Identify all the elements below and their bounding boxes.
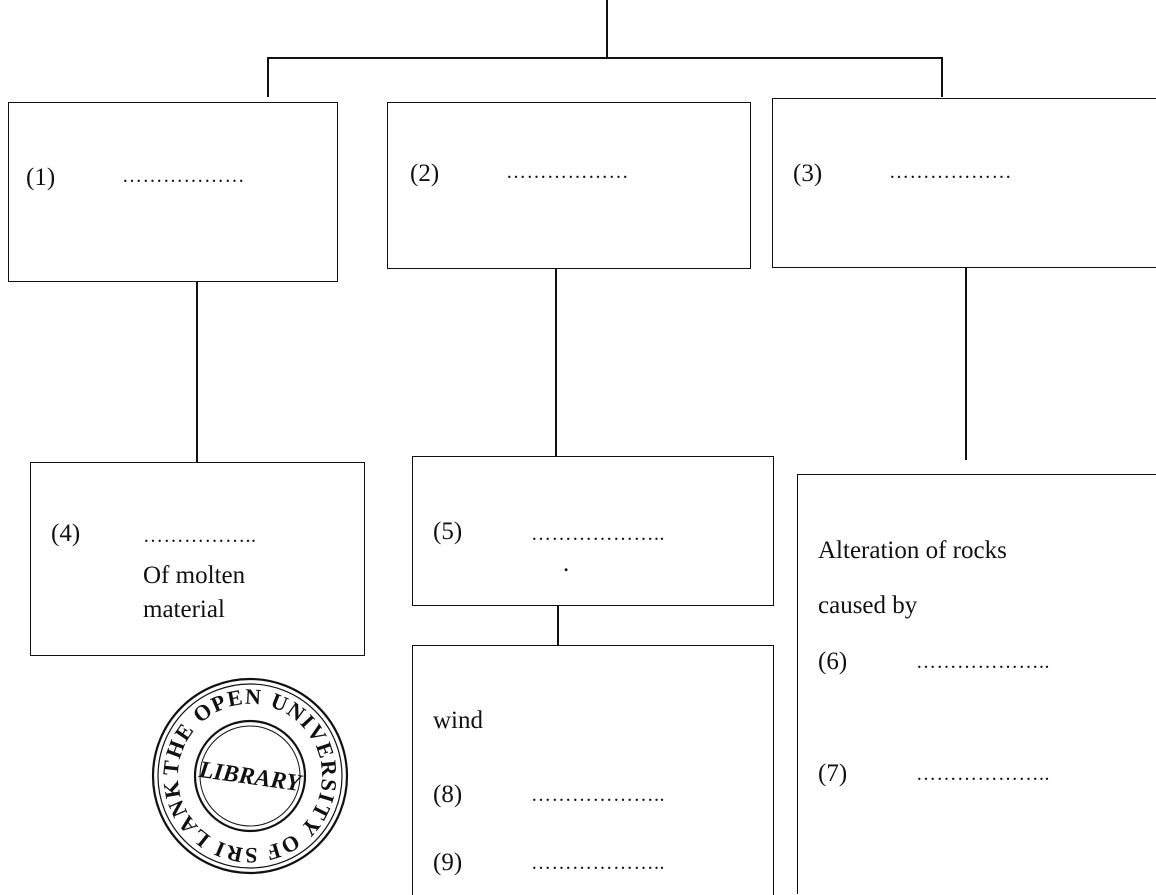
diagram-box-3: (3) ……………… [772, 98, 1156, 268]
top-center-joint-line [606, 46, 608, 58]
box-2-blank: ……………… [506, 161, 629, 183]
box-3-label: (3) [793, 160, 823, 187]
box-8-item-9-blank: ……………….. [531, 852, 665, 874]
box-4-blank: …………….. [143, 525, 257, 547]
box-6-text-line-2: caused by [818, 592, 918, 619]
box-6-item-6-blank: ……………….. [916, 651, 1050, 673]
diagram-box-1: (1) ……………… [8, 102, 338, 282]
box-8-item-9-label: (9) [433, 849, 463, 876]
diagram-box-8: wind (8) ……………….. (9) ……………….. [412, 645, 774, 895]
box-6-item-6-label: (6) [818, 648, 848, 675]
box-8-text-wind: wind [433, 707, 483, 734]
library-seal-stamp: THE OPEN UNIVERSITY OF SRI LANKA ★ LIBRA… [150, 668, 349, 875]
connector-box5-to-box8 [557, 600, 559, 648]
box-6-item-7-label: (7) [818, 760, 848, 787]
box-5-mark: . [563, 550, 570, 577]
box-6-text-line-1: Alteration of rocks [818, 537, 1007, 564]
top-horizontal-line [267, 57, 943, 59]
diagram-box-5: (5) ……………….. . [412, 456, 774, 606]
box-4-text-line-1: Of molten [143, 562, 246, 589]
box-1-label: (1) [26, 164, 56, 191]
box-1-blank: ……………… [122, 165, 245, 187]
box-4-text-line-2: material [143, 596, 225, 623]
connector-box3-to-box6 [965, 268, 967, 460]
seal-inner-text: LIBRARY [196, 757, 304, 797]
box-5-label: (5) [433, 518, 463, 545]
box-6-item-7-blank: ……………….. [916, 763, 1050, 785]
box-4-label: (4) [51, 520, 81, 547]
box-2-label: (2) [410, 160, 440, 187]
connector-box2-to-box5 [555, 268, 557, 456]
connector-to-box-3 [941, 57, 943, 97]
box-5-blank: ……………….. [531, 523, 665, 545]
diagram-box-2: (2) ……………… [387, 102, 751, 269]
box-3-blank: ……………… [889, 161, 1012, 183]
connector-to-box-1 [267, 57, 269, 97]
connector-box1-to-box4 [196, 282, 198, 462]
diagram-box-4: (4) …………….. Of molten material [30, 462, 365, 656]
top-stem-line [606, 0, 608, 48]
box-8-item-8-label: (8) [433, 781, 463, 808]
box-8-item-8-blank: ……………….. [531, 784, 665, 806]
diagram-box-6: Alteration of rocks caused by (6) ………………… [797, 474, 1156, 894]
